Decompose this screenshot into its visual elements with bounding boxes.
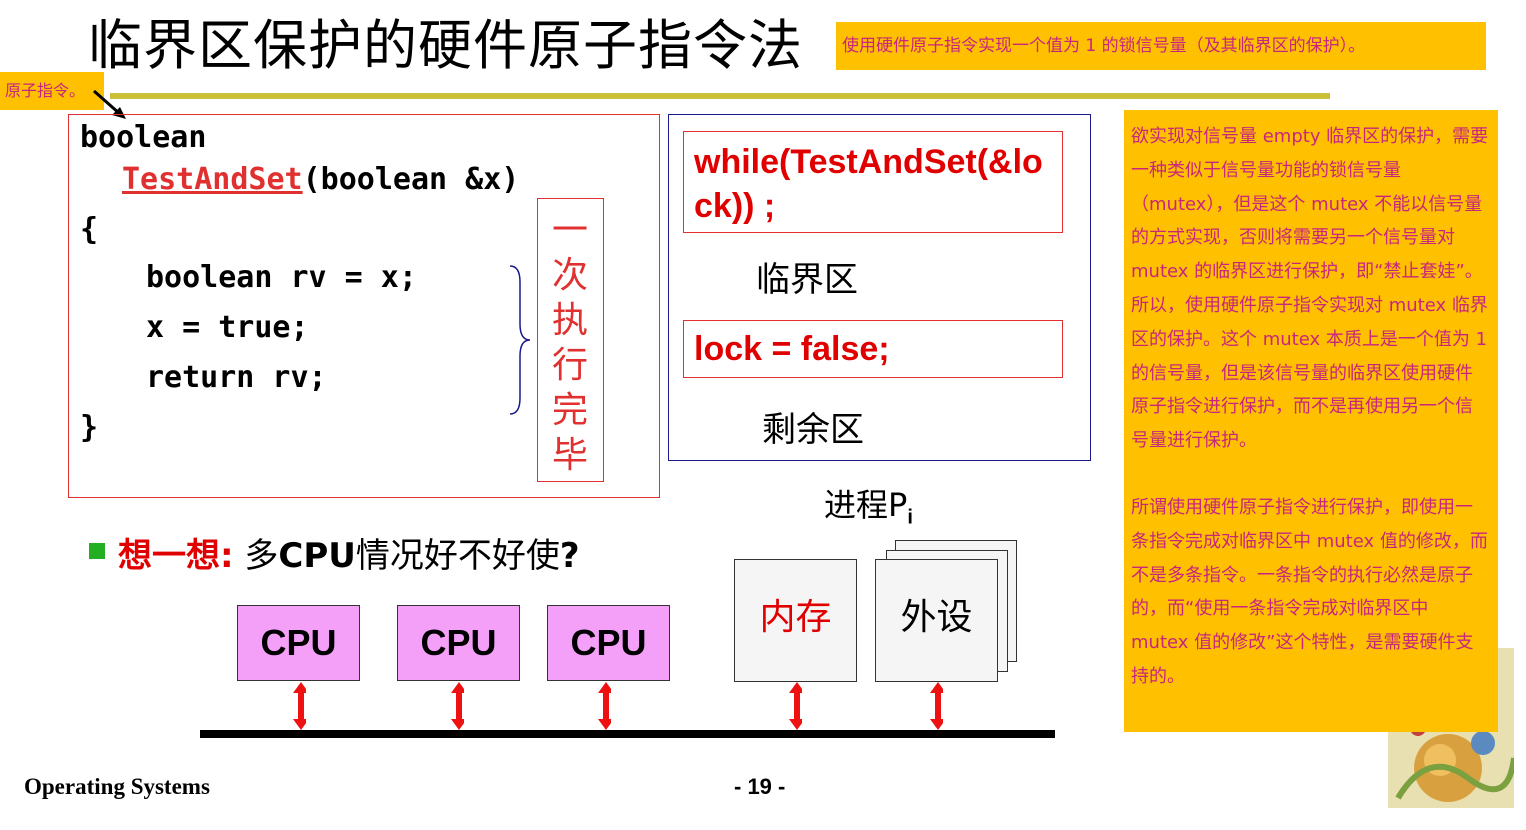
slide-title: 临界区保护的硬件原子指令法 <box>88 14 803 77</box>
process-box <box>668 114 1091 461</box>
code-close-brace: } <box>80 410 99 445</box>
code-return-type: boolean <box>80 120 207 155</box>
code-line-assign-rv: boolean rv = x; <box>146 260 417 295</box>
question-text-a: 多 <box>233 536 279 576</box>
testandset-code-box <box>68 114 660 498</box>
explanation-paragraph-1: 欲实现对信号量 empty 临界区的保护，需要一种类似于信号量功能的锁信号量（m… <box>1131 126 1489 283</box>
question-text-b: 情况好不好使 <box>355 536 560 576</box>
paragraph-gap <box>1131 458 1490 491</box>
bus-arrow-icon <box>930 682 943 730</box>
function-params: (boolean &x) <box>302 162 520 197</box>
question-cpu-word: CPU <box>278 536 356 576</box>
top-annotation-note: 使用硬件原子指令实现一个值为 1 的锁信号量（及其临界区的保护）。 <box>836 22 1486 70</box>
explanation-paragraph-2: 所以，使用硬件原子指令实现对 mutex 临界区的保护。这个 mutex 本质上… <box>1131 294 1488 452</box>
right-brace-icon <box>509 265 531 415</box>
bus-arrow-icon <box>293 682 306 730</box>
bullet-icon <box>89 543 105 559</box>
title-underline <box>110 93 1330 99</box>
function-name: TestAndSet <box>122 162 303 197</box>
explanation-note: 欲实现对信号量 empty 临界区的保护，需要一种类似于信号量功能的锁信号量（m… <box>1124 110 1498 732</box>
exit-section-code: lock = false; <box>683 320 1063 378</box>
annotation-arrow-icon <box>93 89 126 119</box>
think-question: 想一想: 多CPU情况好不好使? <box>118 528 580 577</box>
remainder-section-label: 剩余区 <box>762 410 864 450</box>
code-line-return: return rv; <box>146 360 327 395</box>
bus-arrow-icon <box>451 682 464 730</box>
bus-arrow-icon <box>598 682 611 730</box>
peripheral-box: 外设 <box>875 559 998 682</box>
page-number: - 19 - <box>734 774 786 799</box>
cpu-box-1: CPU <box>237 605 360 681</box>
system-bus <box>200 730 1055 738</box>
process-label: 进程Pi <box>824 480 913 529</box>
entry-section-code: while(TestAndSet(&lock)) ; <box>683 131 1063 233</box>
cpu-box-2: CPU <box>397 605 520 681</box>
code-signature: TestAndSet(boolean &x) <box>122 162 519 198</box>
explanation-paragraph-3: 所谓使用硬件原子指令进行保护，即使用一条指令完成对临界区中 mutex 值的修改… <box>1131 496 1488 687</box>
cpu-box-3: CPU <box>547 605 670 681</box>
atomic-label-box <box>537 198 604 482</box>
code-open-brace: { <box>80 212 99 247</box>
memory-box: 内存 <box>734 559 857 682</box>
process-label-text: 进程P <box>824 486 908 524</box>
atomic-annotation-note: 原子指令。 <box>0 72 104 110</box>
atomic-execution-label: 一次执行完毕 <box>551 210 588 476</box>
critical-section-label: 临界区 <box>756 260 858 300</box>
question-mark: ? <box>559 536 580 576</box>
question-lead: 想一想: <box>118 536 234 576</box>
code-line-set-true: x = true; <box>146 310 309 345</box>
process-label-subscript: i <box>907 506 913 529</box>
footer-course-name: Operating Systems <box>24 774 210 799</box>
bus-arrow-icon <box>789 682 802 730</box>
